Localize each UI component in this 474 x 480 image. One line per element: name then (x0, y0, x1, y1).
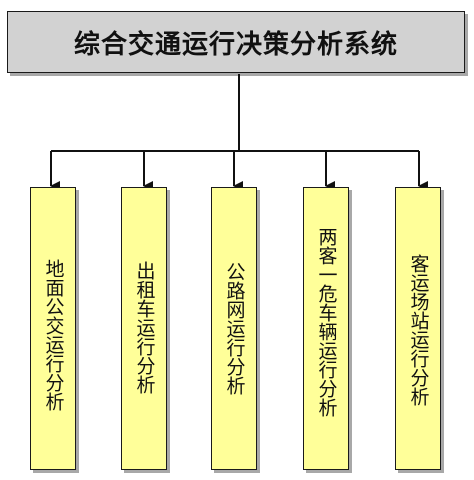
root-node: 综合交通运行决策分析系统 (7, 11, 465, 73)
child-node-passenger-stations: 客运场站运行分析 (395, 187, 441, 470)
child-node-label: 出租车运行分析 (133, 261, 156, 394)
child-node-label: 客运场站运行分析 (407, 254, 430, 406)
child-node-label: 地面公交运行分析 (42, 259, 65, 411)
child-node-ground-bus: 地面公交运行分析 (30, 187, 76, 470)
root-node-label: 综合交通运行决策分析系统 (73, 29, 398, 60)
child-node-highway: 公路网运行分析 (211, 187, 257, 470)
child-node-label: 两客一危车辆运行分析 (315, 227, 338, 417)
child-node-label: 公路网运行分析 (223, 262, 246, 395)
child-node-passenger-hazmat-vehicles: 两客一危车辆运行分析 (303, 187, 349, 470)
child-node-taxi: 出租车运行分析 (121, 187, 167, 470)
